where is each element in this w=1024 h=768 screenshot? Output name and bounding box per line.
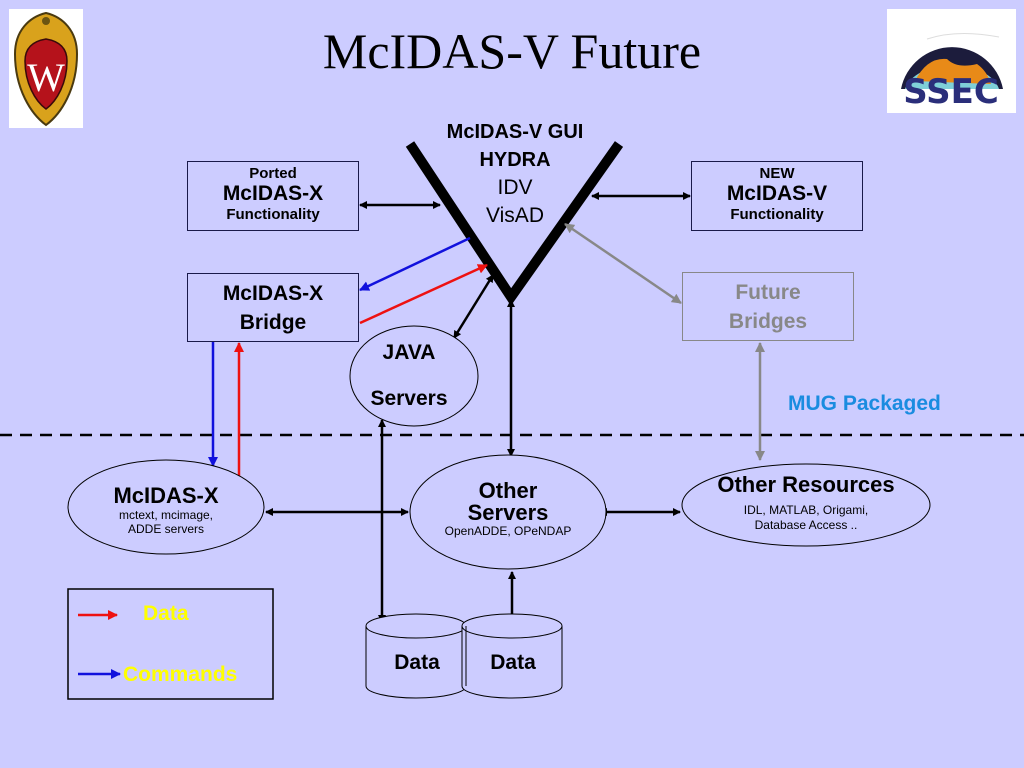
- legend-data-label: Data: [143, 602, 189, 625]
- new-label: NEW: [759, 165, 795, 182]
- mcidasx-title: McIDAS-X: [113, 483, 219, 508]
- other-servers-text: Other Servers OpenADDE, OPeNDAP: [410, 478, 606, 539]
- data-cylinder-2: [461, 613, 563, 699]
- other-servers-line1: Other: [478, 478, 538, 503]
- gui-hydra: HYDRA: [479, 149, 551, 171]
- command-arrow-gui-bridge: [359, 236, 471, 292]
- other-resources-line2: Database Access ..: [754, 518, 858, 532]
- java-label: JAVA: [382, 341, 436, 364]
- future-subtitle: Bridges: [728, 310, 808, 333]
- gui-label: McIDAS-V GUI HYDRA IDV VisAD: [410, 118, 620, 230]
- legend-commands-label: Commands: [123, 663, 238, 686]
- other-resources-ellipse: [681, 463, 931, 547]
- other-servers-sub: OpenADDE, OPeNDAP: [444, 524, 572, 538]
- new-title: McIDAS-V: [726, 182, 828, 205]
- bridge-title: McIDAS-X: [222, 282, 324, 305]
- gui-idv: IDV: [497, 176, 533, 199]
- uw-crest-logo: W: [9, 9, 83, 128]
- gui-future-arrow: [564, 222, 682, 305]
- other-servers-ellipse: [409, 454, 607, 570]
- data-cylinder-1: [365, 613, 467, 699]
- new-mcidasv-box: NEW McIDAS-V Functionality: [691, 161, 863, 231]
- ported-title: McIDAS-X: [222, 182, 324, 205]
- mcidasx-ellipse: [67, 459, 265, 555]
- legend-box: [67, 588, 274, 700]
- bridge-subtitle: Bridge: [239, 311, 307, 334]
- mcidasx-line2: ADDE servers: [127, 522, 204, 536]
- mcidasx-bridge-box: McIDAS-X Bridge: [187, 273, 359, 342]
- ported-label: Ported: [249, 165, 297, 182]
- future-title: Future: [735, 281, 801, 304]
- svg-text:W: W: [27, 55, 65, 100]
- ssec-globe-icon: SSEC: [901, 32, 1003, 112]
- java-servers-label: Servers: [370, 387, 448, 410]
- gui-visad: VisAD: [486, 204, 544, 227]
- gui-java-arrow: [452, 274, 495, 339]
- mcidasx-line1: mctext, mcimage,: [118, 508, 214, 522]
- mug-packaged-label: MUG Packaged: [788, 392, 941, 415]
- gui-title: McIDAS-V GUI: [446, 121, 584, 143]
- new-functionality: Functionality: [730, 206, 824, 223]
- svg-text:SSEC: SSEC: [903, 72, 999, 112]
- ssec-logo: SSEC: [887, 9, 1016, 113]
- gui-v-shape: [405, 141, 624, 306]
- mcidasx-text: McIDAS-X mctext, mcimage, ADDE servers: [68, 483, 264, 537]
- data-store-2-label: Data: [490, 651, 536, 674]
- other-servers-line2: Servers: [467, 500, 549, 525]
- slide-title: McIDAS-V Future: [322, 23, 702, 79]
- ported-mcidasx-box: Ported McIDAS-X Functionality: [187, 161, 359, 231]
- other-resources-line1: IDL, MATLAB, Origami,: [743, 503, 869, 517]
- java-servers-ellipse: [349, 325, 479, 427]
- other-resources-text: Other Resources IDL, MATLAB, Origami, Da…: [682, 472, 930, 532]
- uw-crest-icon: W: [13, 11, 79, 127]
- other-resources-title: Other Resources: [717, 472, 895, 497]
- data-store-1-label: Data: [394, 651, 440, 674]
- future-bridges-box: Future Bridges: [682, 272, 854, 341]
- ported-functionality: Functionality: [226, 206, 320, 223]
